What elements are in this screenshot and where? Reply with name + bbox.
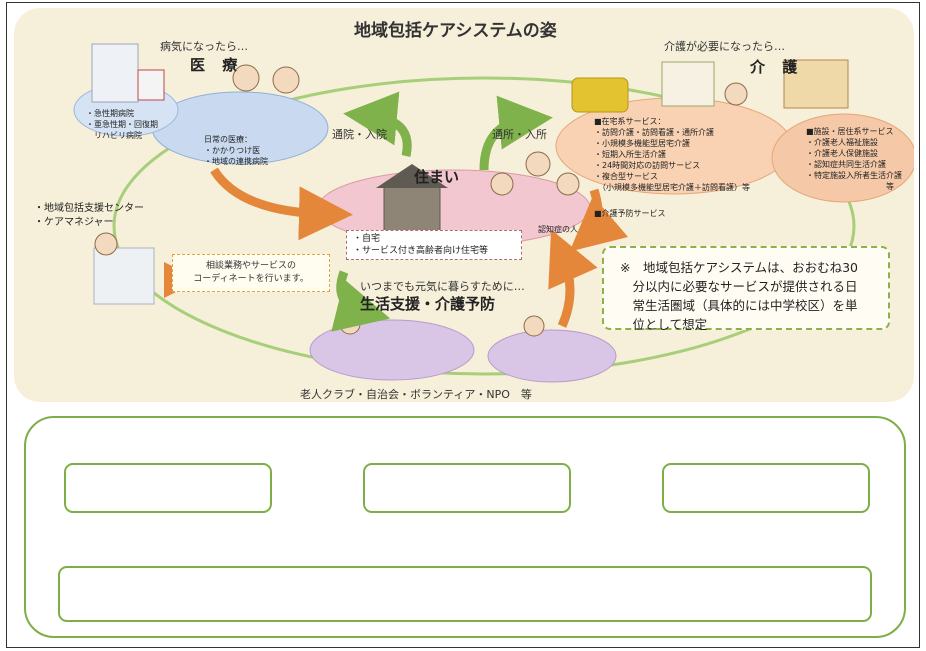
living-blob-2 [487,329,617,383]
care-manager-figure [94,232,118,256]
nurse-figure [272,66,300,94]
medical-heading: 医 療 [190,56,244,74]
care-worker-figure [724,82,748,106]
diagram-title: 地域包括ケアシステムの姿 [354,21,557,41]
arrow-medical-to-home [210,167,353,241]
living-groups: 老人クラブ・自治会・ボランティア・NPO 等 [300,388,532,401]
care-facility-blob [771,113,914,203]
living-caption: いつまでも元気に暮らすために… [360,280,525,293]
coordinate-box: 相談業務やサービスの コーディネートを行います。 [172,254,330,292]
hospital-list: ・急性期病院 ・亜急性期・回復期 リハビリ病院 [86,109,158,140]
family-figure-1 [490,172,514,196]
ambulance [137,69,165,101]
prevention-service: ■介護予防サービス [594,209,666,218]
dementia-label: 認知症の人 [538,225,578,234]
note-box: ※ 地域包括ケアシステムは、おおむね30 分以内に必要なサービスが提供される日 … [602,246,890,332]
doctor-figure [232,64,260,92]
medical-caption: 病気になったら… [160,40,248,53]
house-roof [376,164,448,188]
care-system-diagram: 地域包括ケアシステムの姿 病気になったら… 医 療 ・急性期病院 ・亜急性期・回… [14,8,914,402]
living-blob-1 [309,319,475,381]
hospital-building [91,43,139,103]
care-house [661,61,715,107]
care-caption: 介護が必要になったら… [664,40,785,53]
arrow-home-to-care [479,95,553,171]
empty-box-right [662,463,870,513]
empty-box-left [64,463,272,513]
support-center-list: ・地域包括支援センター ・ケアマネジャー [34,203,144,228]
home-type-box: ・自宅 ・サービス付き高齢者向け住宅等 [346,230,522,260]
empty-box-wide [58,566,872,622]
volunteer-figure [523,315,545,337]
support-center-building [93,247,155,305]
empty-box-center [363,463,571,513]
label-visit-hospital: 通院・入院 [332,128,387,141]
house-body [383,185,441,233]
label-day-service: 通所・入所 [492,128,547,141]
home-heading: 住まい [414,168,460,186]
cycle-ring [112,76,856,376]
home-service-list: ■在宅系サービス： ・訪問介護・訪問看護・通所介護 ・小規模多機能型居宅介護 ・… [594,117,750,192]
arrow-home-to-living [331,270,391,332]
living-heading: 生活支援・介護予防 [360,295,496,313]
senior-club-figure [339,313,361,335]
care-facility-building [783,59,849,109]
family-figure-2 [525,151,551,177]
empty-frame [24,416,906,638]
care-heading: 介 護 [750,58,804,76]
elder-figure [556,172,580,196]
daily-care-list: 日常の医療： ・かかりつけ医 ・地域の連携病院 [204,135,268,166]
care-van [571,77,629,113]
diagram-graphics [73,43,914,383]
facility-service-list: ■施設・居住系サービス ・介護老人福祉施設 ・介護老人保健施設 ・認知症共同生活… [806,127,902,191]
arrow-home-to-medical [343,91,412,157]
arrow-living-to-home [548,229,598,328]
